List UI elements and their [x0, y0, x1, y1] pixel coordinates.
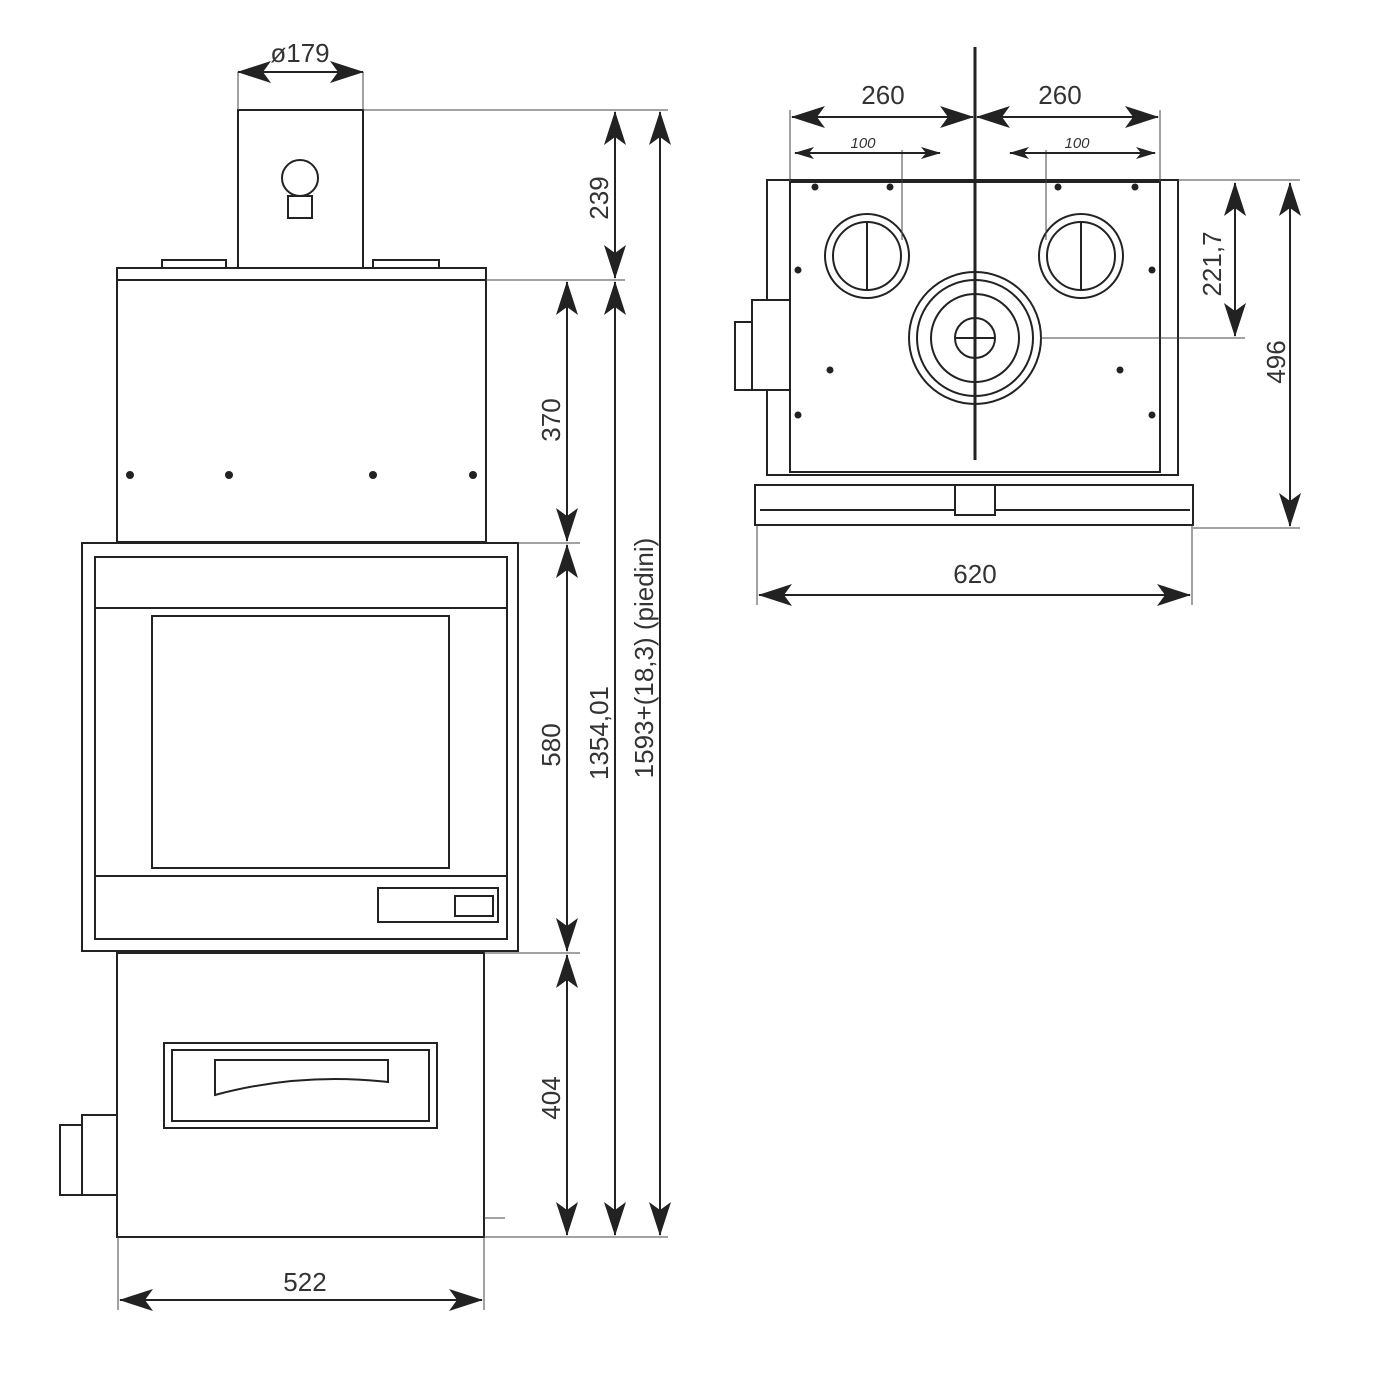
depth-label: 496	[1261, 340, 1291, 383]
duct-right-label: 100	[1064, 135, 1090, 152]
top-width-label: 620	[953, 559, 996, 589]
door-frame	[81, 542, 519, 952]
flue-diameter-label: ø179	[270, 38, 329, 68]
door-section-label: 580	[536, 723, 566, 766]
duct-right	[1038, 213, 1124, 299]
width-label: 522	[283, 1267, 326, 1297]
offset-right-label: 260	[1038, 80, 1081, 110]
lower-section-label: 404	[536, 1076, 566, 1119]
duct-left	[824, 213, 910, 299]
body-height-label: 1354,01	[584, 686, 614, 780]
total-height-label: 1593+(18,3) (piedini)	[629, 538, 659, 779]
dimension-lines	[119, 61, 671, 1311]
flue-depth-label: 221,7	[1197, 231, 1227, 296]
duct-left-label: 100	[850, 135, 876, 152]
front-view	[59, 109, 519, 1238]
control-panel	[377, 887, 499, 923]
flue-box	[237, 109, 364, 269]
ash-drawer	[163, 1042, 438, 1129]
top-view	[734, 179, 1194, 526]
upper-section-label: 370	[536, 398, 566, 441]
flue-height-label: 239	[584, 176, 614, 219]
upper-body	[116, 279, 487, 543]
glass-window	[151, 615, 450, 869]
drawer-handle	[214, 1059, 389, 1097]
lower-body	[116, 952, 485, 1238]
offset-left-label: 260	[861, 80, 904, 110]
extension-lines	[117, 72, 668, 1310]
